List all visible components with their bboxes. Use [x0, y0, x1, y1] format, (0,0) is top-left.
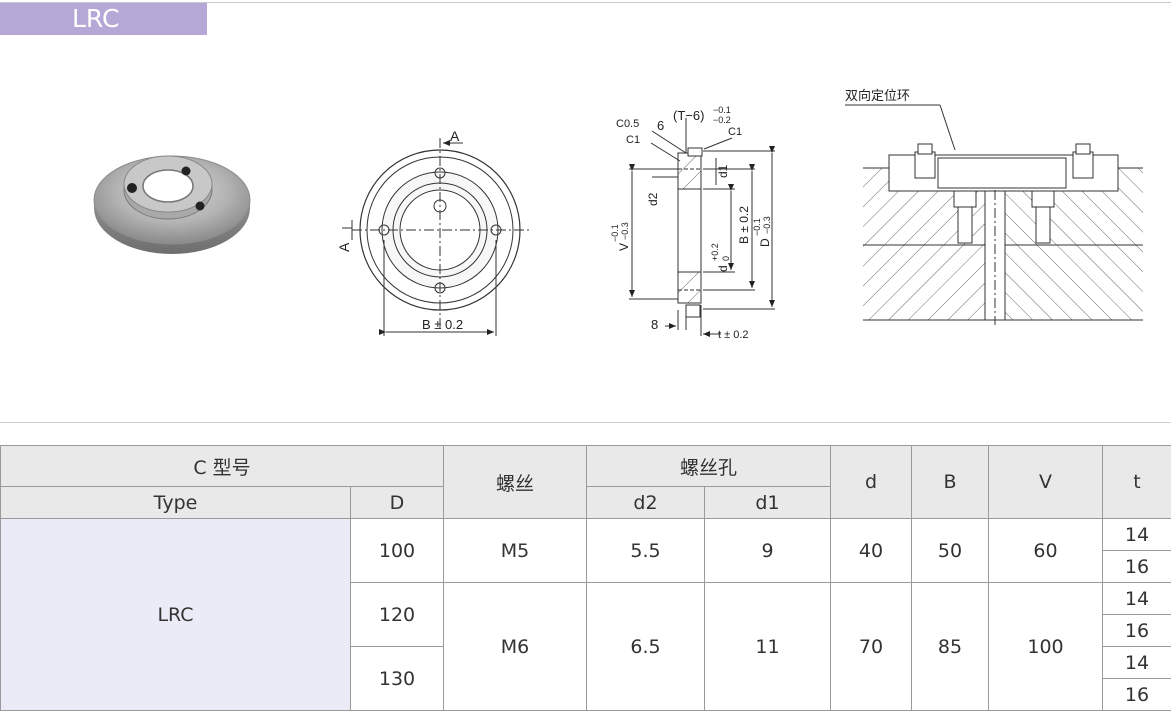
- front-section-mark: A: [450, 128, 460, 144]
- technical-drawings: A A B ± 0.2 C0.5 C1 C: [93, 88, 1143, 341]
- cell-d1: 9: [703, 518, 832, 583]
- header-c-model: C 型号: [0, 445, 444, 487]
- table-row: 120 M6 6.5 11 70 85 100 14: [1, 582, 1171, 711]
- label-d-lower: 0: [721, 256, 731, 261]
- cell-t: 14: [1102, 582, 1171, 615]
- header-d2: d2: [586, 486, 705, 519]
- assembly-drawing: [845, 104, 1143, 325]
- table-row: 16: [1, 678, 1171, 711]
- cell-screw: M5: [443, 518, 587, 583]
- header-D: D: [350, 486, 444, 519]
- label-t6-lower: −0.2: [713, 115, 731, 125]
- cell-d2: 5.5: [586, 518, 705, 583]
- cell-t: 14: [1102, 646, 1171, 679]
- cell-b: 85: [911, 582, 990, 711]
- label-D: D: [758, 238, 772, 247]
- spec-table: C 型号 螺丝 螺丝孔 d B V t Type D d2 d1 LRC 100…: [0, 445, 1171, 711]
- top-rule: [0, 2, 1171, 3]
- product-title-tab: LRC: [0, 3, 207, 35]
- label-6: 6: [657, 118, 664, 133]
- cell-b: 50: [911, 518, 990, 583]
- label-d2: d2: [646, 192, 660, 206]
- cell-t: 16: [1102, 614, 1171, 647]
- header-t: t: [1102, 445, 1171, 519]
- cell-t: 14: [1102, 518, 1171, 551]
- cell-t: 16: [1102, 550, 1171, 583]
- header-screw-hole: 螺丝孔: [585, 445, 832, 487]
- section-view-drawing: [629, 118, 775, 337]
- header-screw: 螺丝: [443, 445, 587, 519]
- label-v-upper: −0.1: [610, 224, 620, 242]
- table-row: 130 14: [1, 646, 1171, 711]
- front-section-mark-side: A: [336, 242, 352, 252]
- label-t6: (T−6): [673, 108, 704, 123]
- cell-d1: 11: [703, 582, 832, 711]
- cell-d2: 6.5: [586, 582, 705, 711]
- front-view-drawing: [342, 138, 530, 336]
- assembly-callout: 双向定位环: [845, 88, 910, 104]
- label-v: V: [617, 243, 631, 251]
- type-value: LRC: [0, 518, 351, 711]
- cell-D: 130: [350, 646, 444, 711]
- product-photo: [93, 155, 251, 254]
- label-b: B ± 0.2: [737, 206, 751, 244]
- cell-d: 70: [830, 582, 913, 711]
- product-title: LRC: [72, 4, 120, 33]
- label-c1-left: C1: [626, 134, 640, 146]
- label-d: d: [716, 265, 730, 272]
- label-t: t ± 0.2: [718, 329, 749, 341]
- cell-D: 120: [350, 582, 444, 647]
- front-dim-b: B ± 0.2: [422, 317, 463, 332]
- label-d1: d1: [716, 164, 730, 178]
- cell-d: 40: [830, 518, 913, 583]
- cell-v: 100: [988, 582, 1104, 711]
- label-D-lower: −0.3: [762, 216, 772, 234]
- table-row: 16: [1, 614, 1171, 647]
- table-row: LRC 100 M5 5.5 9 40 50 60 14: [0, 518, 1171, 711]
- label-t6-upper: −0.1: [713, 105, 731, 115]
- label-d-upper: +0.2: [710, 243, 720, 261]
- label-D-upper: −0.1: [752, 218, 762, 236]
- header-d1: d1: [703, 486, 832, 519]
- header-type: Type: [0, 486, 351, 519]
- header-d: d: [830, 445, 913, 519]
- section-divider: [0, 422, 1171, 423]
- label-c1-right: C1: [728, 126, 742, 138]
- label-8: 8: [651, 317, 658, 332]
- label-c05: C0.5: [616, 118, 639, 130]
- cell-t: 16: [1102, 678, 1171, 711]
- header-b: B: [911, 445, 990, 519]
- label-v-lower: −0.3: [620, 222, 630, 240]
- cell-D: 100: [350, 518, 444, 583]
- cell-screw: M6: [443, 582, 587, 711]
- header-v: V: [988, 445, 1104, 519]
- cell-v: 60: [988, 518, 1104, 583]
- section-view-labels: C0.5 C1 C1 6 (T−6) −0.1 −0.2 d1 d2 V −0.…: [610, 105, 772, 341]
